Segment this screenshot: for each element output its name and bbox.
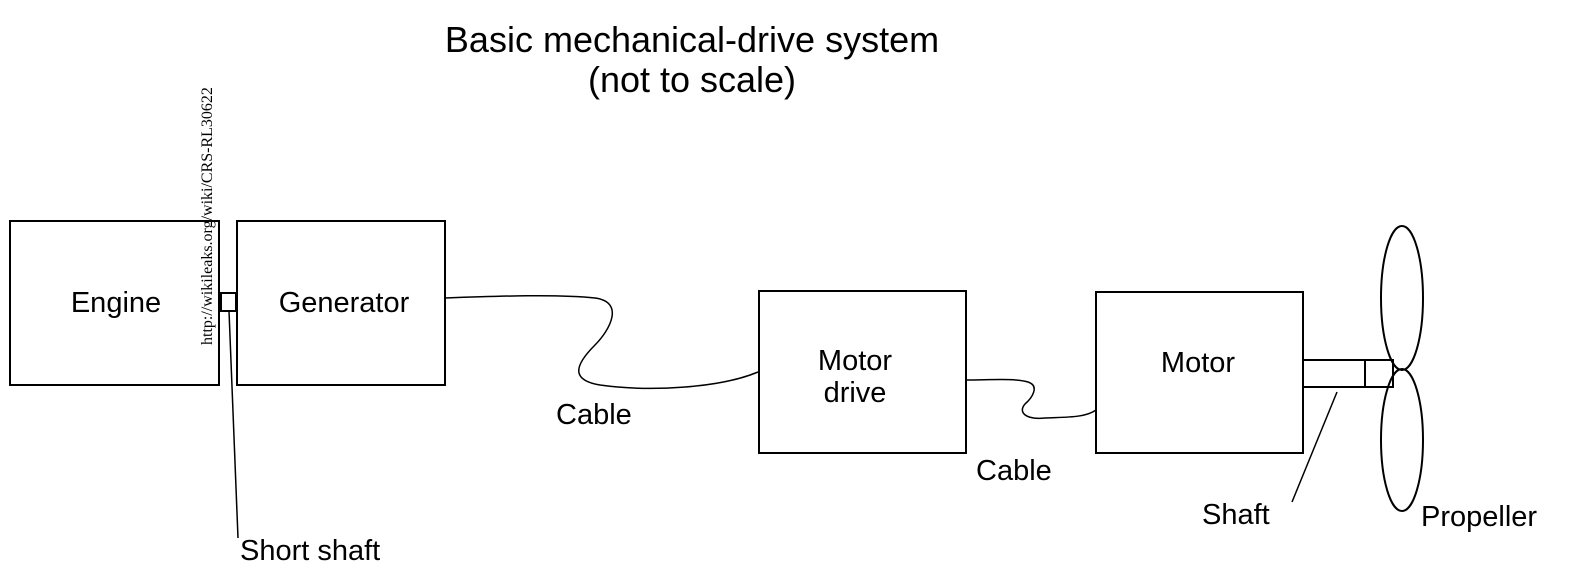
engine-box	[9, 220, 220, 386]
motor-drive-box	[758, 290, 967, 454]
shaft-leader	[1291, 391, 1338, 503]
motor-drive-block: Motor drive	[758, 290, 967, 454]
engine-block: Engine	[9, 220, 220, 386]
motor-label: Motor	[1161, 347, 1235, 379]
diagram-subtitle: (not to scale)	[588, 59, 796, 100]
motor-drive-label-line2: drive	[824, 377, 887, 409]
engine-label: Engine	[71, 287, 161, 319]
short-shaft-leader	[228, 310, 239, 539]
short-shaft-coupling	[220, 292, 237, 312]
propeller-blade-upper	[1380, 225, 1424, 371]
shaft-label: Shaft	[1202, 499, 1270, 531]
generator-box	[236, 220, 446, 386]
cable-drive-to-motor	[965, 378, 1097, 420]
generator-block: Generator	[236, 220, 446, 386]
short-shaft-label: Short shaft	[240, 535, 380, 567]
motor-drive-label-line1: Motor	[818, 345, 892, 377]
watermark-url: http://wikileaks.org/wiki/CRS-RL30622	[199, 87, 216, 345]
output-shaft	[1302, 359, 1366, 388]
generator-label: Generator	[279, 287, 410, 319]
propeller-blade-lower	[1380, 368, 1424, 512]
diagram-title: Basic mechanical-drive system	[445, 19, 939, 60]
propeller-label: Propeller	[1421, 501, 1537, 533]
propeller	[1380, 225, 1424, 512]
propeller-hub	[1364, 359, 1394, 388]
cable-label-2: Cable	[976, 455, 1052, 487]
cable-generator-to-drive	[444, 294, 759, 390]
cable-label-1: Cable	[556, 399, 632, 431]
motor-block: Motor	[1095, 291, 1304, 454]
